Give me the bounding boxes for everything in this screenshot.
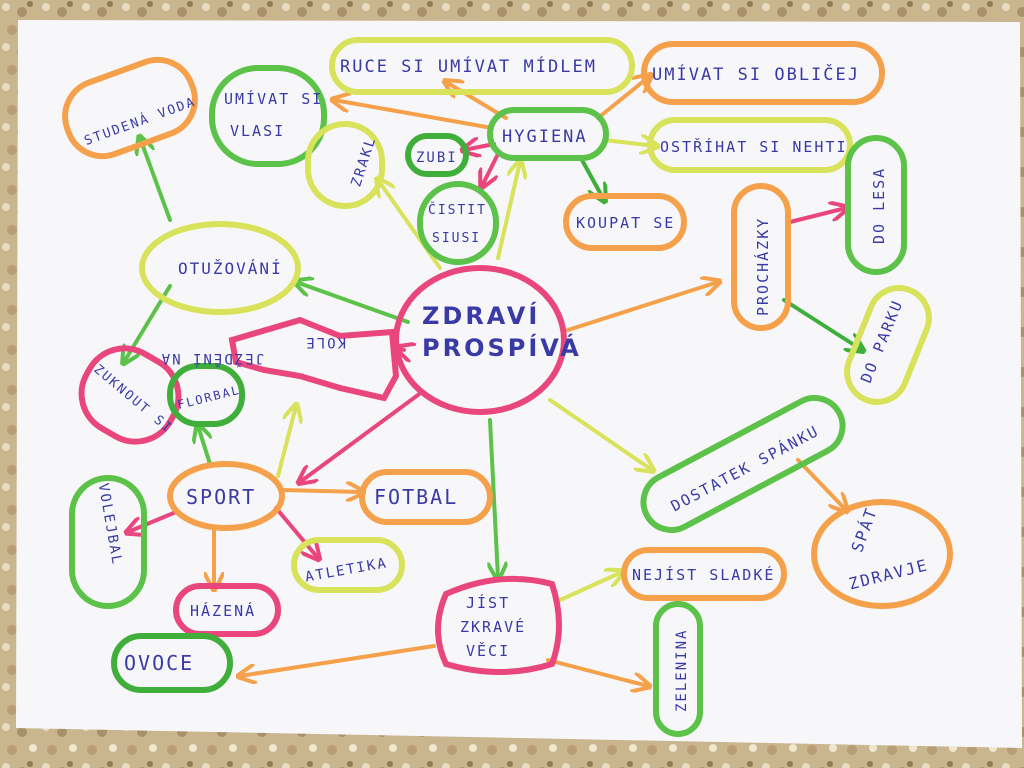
arrow-hygiena-to-vlasi [334,100,494,130]
node-voda-shape [62,56,198,160]
node-jist-label-3: VĚCI [466,641,510,660]
node-zubi-label: ZUBI [416,150,458,166]
arrow-sport-to-jezdeni [276,406,296,478]
arrow-prochazky-to-lesa [788,208,846,224]
node-hazena-shape [173,583,281,637]
node-florbal-shape [167,363,245,427]
node-jist-label-1: JÍST [466,593,510,612]
arrow-center-to-dostatek [548,398,652,470]
node-jezdeni-label-1: JEŽDĚNÍ NA [160,350,264,368]
arrow-prochazky-to-parku [782,298,862,350]
arrow-hygiena-to-ruce [446,82,508,120]
node-ruce-shape [329,37,635,95]
node-sport-shape [167,461,285,531]
node-cistit-label-2: SIUSI [432,231,481,246]
node-cistit-label-1: ČISTIT [428,202,487,218]
node-koupat-shape [563,193,687,251]
arrow-hygiena-to-oblicej [596,76,650,120]
arrow-sport-to-atletika [274,506,318,558]
node-hygiena-shape [487,107,609,161]
node-dostatek-shape [640,394,846,534]
node-jist-shape [435,575,562,675]
arrow-hygiena-to-zubi [464,144,496,150]
node-prochazky-shape [731,183,791,331]
node-prochazky-label: PROCHÁZKY [753,217,772,316]
arrow-center-to-hygiena [496,162,520,260]
arrow-jist-to-zelenina [546,658,648,686]
node-volejbal-shape [69,475,147,609]
node-fotbal-label: FOTBAL [374,485,458,509]
node-hygiena-label: HYGIENA [502,127,588,147]
arrow-sport-to-volejbal [128,510,178,532]
center-label-line2: PROSPÍVÁ [422,333,582,362]
node-nehti-shape [647,117,853,173]
node-fotbal-shape [359,469,493,525]
node-vlasi-shape [209,65,327,167]
node-ruce-label: RUCE SI UMÍVAT MÍDLEM [340,55,597,77]
node-lesa-label: DO LESA [870,167,888,244]
arrow-center-to-jist [490,418,498,578]
node-parku-shape [844,285,932,405]
node-otuzovani-label: OTUŽOVÁNÍ [178,259,283,278]
node-vlasi-label-1: UMÍVAT SI [224,89,323,108]
arrow-jist-to-ovoce [240,644,436,676]
arrow-center-to-otuzovani [296,282,410,324]
arrow-sport-to-florbal [198,426,210,466]
node-zrakl-shape [305,121,385,209]
node-zelenina-label: ZELENINA [674,629,690,712]
node-spat-shape [811,499,953,609]
center-circle [393,265,567,415]
center-label-line1: ZDRAVÍ [422,301,540,330]
arrow-otuzovani-to-voda [140,138,172,222]
node-nejist-shape [621,547,787,601]
node-otuzovani-shape [139,221,301,315]
arrow-jist-to-nejist [558,572,622,602]
node-oblicej-label: UMÍVAT SI OBLIČEJ [652,63,860,85]
node-vlasi-label-2: VLASI [230,122,285,140]
node-shapes [62,37,953,737]
node-ovoce-shape [111,633,233,693]
node-zubi-shape [405,133,469,177]
node-atletika-shape [291,537,405,593]
node-jezdeni-label-2: KOLE [304,334,346,350]
arrow-dostatek-to-spat [796,458,846,510]
node-koupat-label: KOUPAT SE [576,214,675,232]
arrow-sport-to-fotbal [280,490,362,492]
paper-sheet [16,20,1022,748]
node-ovoce-label: OVOCE [124,651,194,675]
node-hazena-label: HÁZENÁ [190,601,256,620]
node-lesa-shape [845,135,907,275]
node-zelenina-shape [653,601,703,737]
arrow-center-to-prochazky [566,282,718,332]
arrow-center-to-sport [300,390,424,482]
node-nehti-label: OSTŘÍHAT SI NEHTI [660,137,848,156]
node-cistit-shape [417,181,499,265]
node-zuknout-shape [78,345,182,445]
node-jezdeni-shape [228,316,400,402]
arrow-hygiena-to-cistit [482,152,500,186]
node-nejist-label: NEJÍST SLADKÉ [632,565,775,584]
node-oblicej-shape [641,41,885,105]
node-sport-label: SPORT [186,485,256,509]
node-jist-label-2: ZKRAVÉ [460,617,526,636]
